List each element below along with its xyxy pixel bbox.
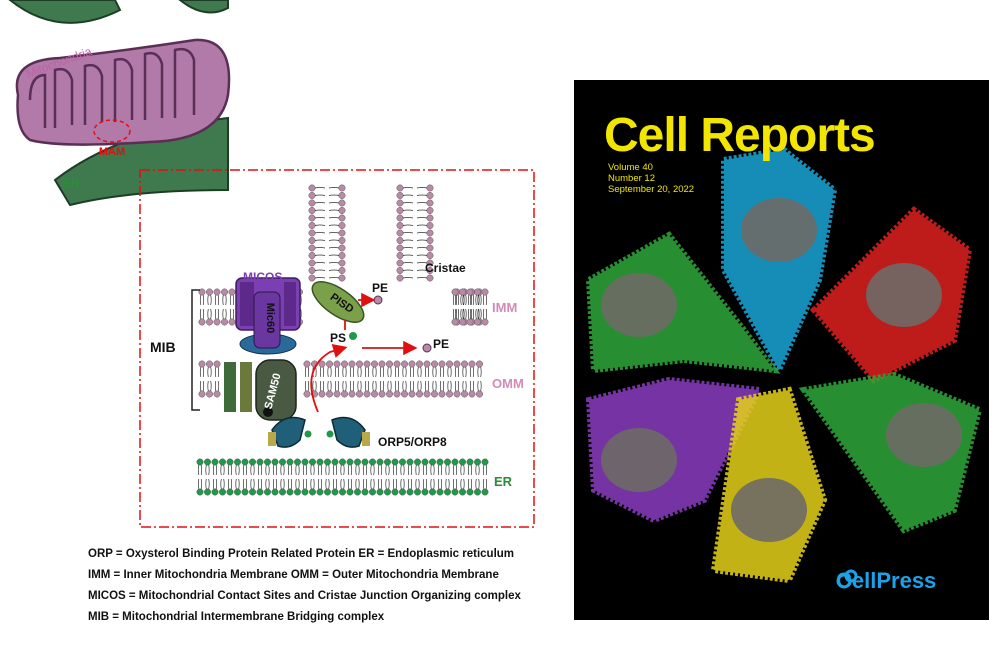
micos-label: MICOS bbox=[243, 270, 282, 284]
mitochondria-er-cartoon: Mitochondria MAM ER bbox=[8, 0, 231, 207]
mam-label: MAM bbox=[99, 146, 125, 158]
ps-lipid-imm bbox=[349, 332, 357, 340]
legend-line-mib: MIB = Mitochondrial Intermembrane Bridgi… bbox=[88, 611, 385, 623]
cristae-label: Cristae bbox=[425, 261, 466, 275]
zoom-frame bbox=[139, 169, 535, 528]
arrow-ps-transfer bbox=[310, 344, 348, 413]
pe-lipid-upper bbox=[373, 295, 383, 305]
pe-label-lower: PE bbox=[433, 337, 449, 351]
omm-label: OMM bbox=[492, 376, 524, 391]
er-sheet-bottom bbox=[53, 116, 229, 207]
mitochondrion-cristae bbox=[28, 47, 196, 128]
pe-lipid-lower bbox=[422, 343, 432, 353]
er-sheet-top-left bbox=[8, 0, 122, 24]
membrane-diagram: Mitochondria MAM ER MIB Mic60 MICOS SAM5… bbox=[8, 0, 535, 528]
orp-label: ORP5/ORP8 bbox=[378, 435, 447, 449]
cover-date: September 20, 2022 bbox=[608, 184, 695, 195]
ps-label-imm: PS bbox=[330, 331, 346, 345]
legend-line-imm-omm: IMM = Inner Mitochondria Membrane OMM = … bbox=[88, 569, 499, 581]
ps-label-orp: PS bbox=[312, 421, 327, 433]
mam-circle bbox=[93, 119, 131, 143]
er-sheet-top-right bbox=[178, 0, 229, 14]
er-label-top: ER bbox=[63, 176, 80, 190]
micos-complex: Mic60 bbox=[235, 277, 301, 355]
cellpress-icon bbox=[836, 569, 858, 589]
cover-number: Number 12 bbox=[608, 173, 655, 184]
legend-line-orp-er: ORP = Oxysterol Binding Protein Related … bbox=[88, 548, 515, 560]
cover-title: Cell Reports bbox=[604, 109, 876, 162]
mic60-label: Mic60 bbox=[264, 303, 276, 334]
cover-issue-info: Volume 40 Number 12 September 20, 2022 bbox=[608, 162, 694, 195]
imm-label: IMM bbox=[492, 300, 517, 315]
cover-volume: Volume 40 bbox=[608, 162, 653, 173]
journal-cover: Cell Reports Volume 40 Number 12 Septemb… bbox=[574, 80, 989, 620]
er-label-bottom: ER bbox=[494, 474, 513, 489]
legend-line-micos: MICOS = Mitochondrial Contact Sites and … bbox=[88, 590, 521, 602]
mib-bracket bbox=[191, 289, 200, 411]
abbreviation-legend: ORP = Oxysterol Binding Protein Related … bbox=[88, 544, 578, 628]
mitochondrion-body bbox=[15, 38, 231, 146]
mib-label: MIB bbox=[150, 339, 176, 355]
cover-cells-art bbox=[585, 146, 983, 584]
sam50-complex: SAM50 bbox=[224, 359, 297, 421]
pe-label-upper: PE bbox=[372, 281, 388, 295]
orp-complex: PS bbox=[268, 416, 370, 448]
pisd-enzyme: PISD bbox=[311, 281, 365, 323]
publisher-logo: CellPress bbox=[836, 568, 936, 594]
